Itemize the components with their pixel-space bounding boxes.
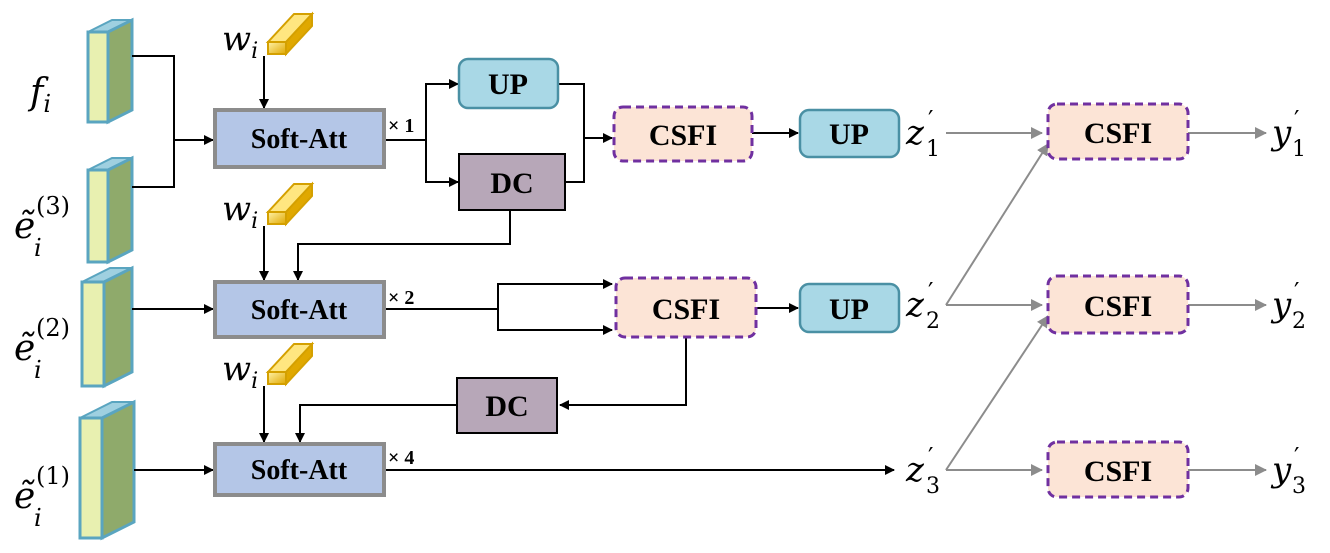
label-y3: y ′ 3: [1270, 443, 1306, 499]
dc-box-2: DC: [456, 377, 558, 434]
csfi-box-4: CSFI: [1046, 274, 1190, 335]
svg-text:i: i: [34, 234, 42, 262]
soft-att-box-2: Soft-Att: [213, 280, 386, 339]
label-w-i-1: wi: [222, 19, 258, 64]
soft-att-box-1: Soft-Att: [213, 108, 386, 169]
up-box-1: UP: [457, 57, 560, 110]
feature-map-e1: [78, 399, 136, 541]
svg-text:′: ′: [928, 443, 933, 471]
up-label: UP: [829, 293, 869, 326]
svg-text:2: 2: [1292, 309, 1306, 334]
soft-att-label: Soft-Att: [251, 455, 348, 486]
svg-text:(1): (1): [36, 462, 70, 490]
weight-vector-3: [265, 341, 315, 387]
svg-text:i: i: [34, 356, 42, 384]
csfi-label: CSFI: [1084, 290, 1152, 323]
label-e-2: ẽ (2) i: [14, 314, 70, 384]
weight-vector-1: [265, 11, 315, 57]
svg-text:i: i: [34, 504, 42, 532]
feature-map-e3: [86, 155, 134, 265]
svg-text:′: ′: [928, 106, 933, 134]
svg-text:′: ′: [1294, 106, 1299, 134]
up-label: UP: [488, 68, 528, 101]
svg-text:′: ′: [1294, 278, 1299, 306]
label-y1: y ′ 1: [1270, 106, 1306, 162]
label-e-1: ẽ (1) i: [14, 462, 70, 532]
svg-text:z: z: [905, 450, 925, 490]
multiplier-x4: × 4: [388, 447, 414, 469]
up-box-2: UP: [798, 108, 901, 159]
svg-text:′: ′: [928, 278, 933, 306]
multiplier-x1: × 1: [388, 115, 414, 137]
label-z1: z ′ 1: [905, 106, 940, 162]
csfi-box-2: CSFI: [614, 276, 758, 339]
csfi-label: CSFI: [649, 119, 717, 152]
svg-text:1: 1: [1292, 137, 1306, 162]
csfi-label: CSFI: [1084, 455, 1152, 488]
svg-text:(2): (2): [36, 314, 70, 342]
svg-text:z: z: [905, 285, 925, 325]
svg-text:y: y: [1270, 450, 1292, 490]
soft-att-label: Soft-Att: [251, 124, 348, 155]
dc-label: DC: [485, 390, 528, 423]
svg-text:(3): (3): [36, 192, 70, 220]
svg-text:ẽ: ẽ: [14, 476, 35, 517]
dc-label: DC: [490, 167, 533, 200]
svg-text:y: y: [1270, 285, 1292, 325]
svg-text:3: 3: [926, 474, 940, 499]
svg-text:3: 3: [1292, 474, 1306, 499]
csfi-label: CSFI: [1084, 117, 1152, 150]
label-w-i-3: wi: [222, 349, 258, 394]
label-z3: z ′ 3: [905, 443, 940, 499]
feature-map-f: [86, 17, 134, 125]
dc-box-1: DC: [458, 153, 566, 211]
svg-text:z: z: [905, 113, 925, 153]
label-w-i-2: wi: [222, 189, 258, 234]
label-y2: y ′ 2: [1270, 278, 1306, 334]
weight-vector-2: [265, 181, 315, 227]
label-z2: z ′ 2: [905, 278, 940, 334]
feature-map-e2: [80, 265, 134, 389]
csfi-box-5: CSFI: [1046, 440, 1190, 499]
label-f-i: fi: [27, 72, 51, 118]
csfi-box-3: CSFI: [1046, 102, 1190, 161]
soft-att-label: Soft-Att: [251, 295, 348, 326]
svg-text:1: 1: [926, 137, 940, 162]
up-box-3: UP: [798, 282, 901, 334]
csfi-label: CSFI: [652, 293, 720, 326]
svg-text:′: ′: [1294, 443, 1299, 471]
svg-text:2: 2: [926, 309, 940, 334]
label-e-3: ẽ (3) i: [14, 192, 70, 262]
svg-text:ẽ: ẽ: [14, 206, 35, 247]
svg-text:ẽ: ẽ: [14, 328, 35, 369]
soft-att-box-3: Soft-Att: [213, 442, 386, 497]
csfi-box-1: CSFI: [612, 105, 754, 163]
up-label: UP: [829, 118, 869, 151]
multiplier-x2: × 2: [388, 287, 414, 309]
connections-gray: [945, 127, 1267, 476]
svg-text:y: y: [1270, 113, 1292, 153]
connections-black: [132, 55, 895, 475]
